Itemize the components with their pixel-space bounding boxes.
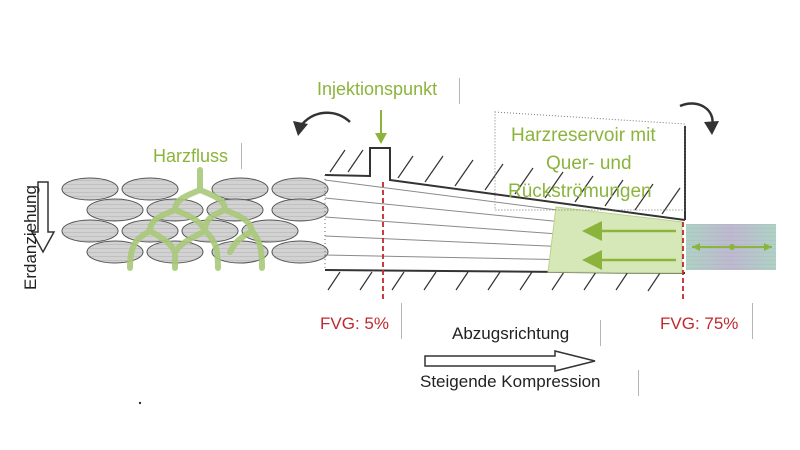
injection-point-label: Injektionspunkt xyxy=(317,79,438,99)
reservoir-label-line2: Quer- und xyxy=(546,153,632,174)
fiber-bundle xyxy=(61,177,329,264)
down-arrow-icon xyxy=(375,110,387,144)
compressed-profile xyxy=(686,224,776,270)
label-separator xyxy=(638,370,639,396)
gravity-arrow-icon xyxy=(30,181,56,254)
label-separator xyxy=(459,78,460,104)
backflow-arrows xyxy=(582,221,676,270)
resin-flow-label: Harzfluss xyxy=(153,146,229,166)
resin-reservoir-area xyxy=(547,206,683,274)
label-separator xyxy=(752,303,753,339)
label-separator xyxy=(401,303,402,339)
resin-flow-tree xyxy=(127,167,265,271)
label-separator xyxy=(600,320,601,346)
fvg-left-label: FVG: 5% xyxy=(320,314,389,333)
right-arrow-icon xyxy=(424,350,596,372)
fvg-right-label: FVG: 75% xyxy=(660,314,739,333)
reservoir-callout-box xyxy=(494,111,686,211)
gravity-label: Erdanziehung xyxy=(21,185,40,290)
rotate-ccw-arrow-icon xyxy=(293,111,351,136)
reservoir-label-line1: Harzreservoir mit xyxy=(511,125,656,146)
compression-label: Steigende Kompression xyxy=(420,372,601,391)
reservoir-label-line3: Rückströmungen xyxy=(508,181,652,202)
label-separator xyxy=(241,143,242,169)
pull-direction-label: Abzugsrichtung xyxy=(452,324,570,343)
stray-dot xyxy=(138,401,142,405)
rotate-cw-arrow-icon xyxy=(679,102,719,135)
